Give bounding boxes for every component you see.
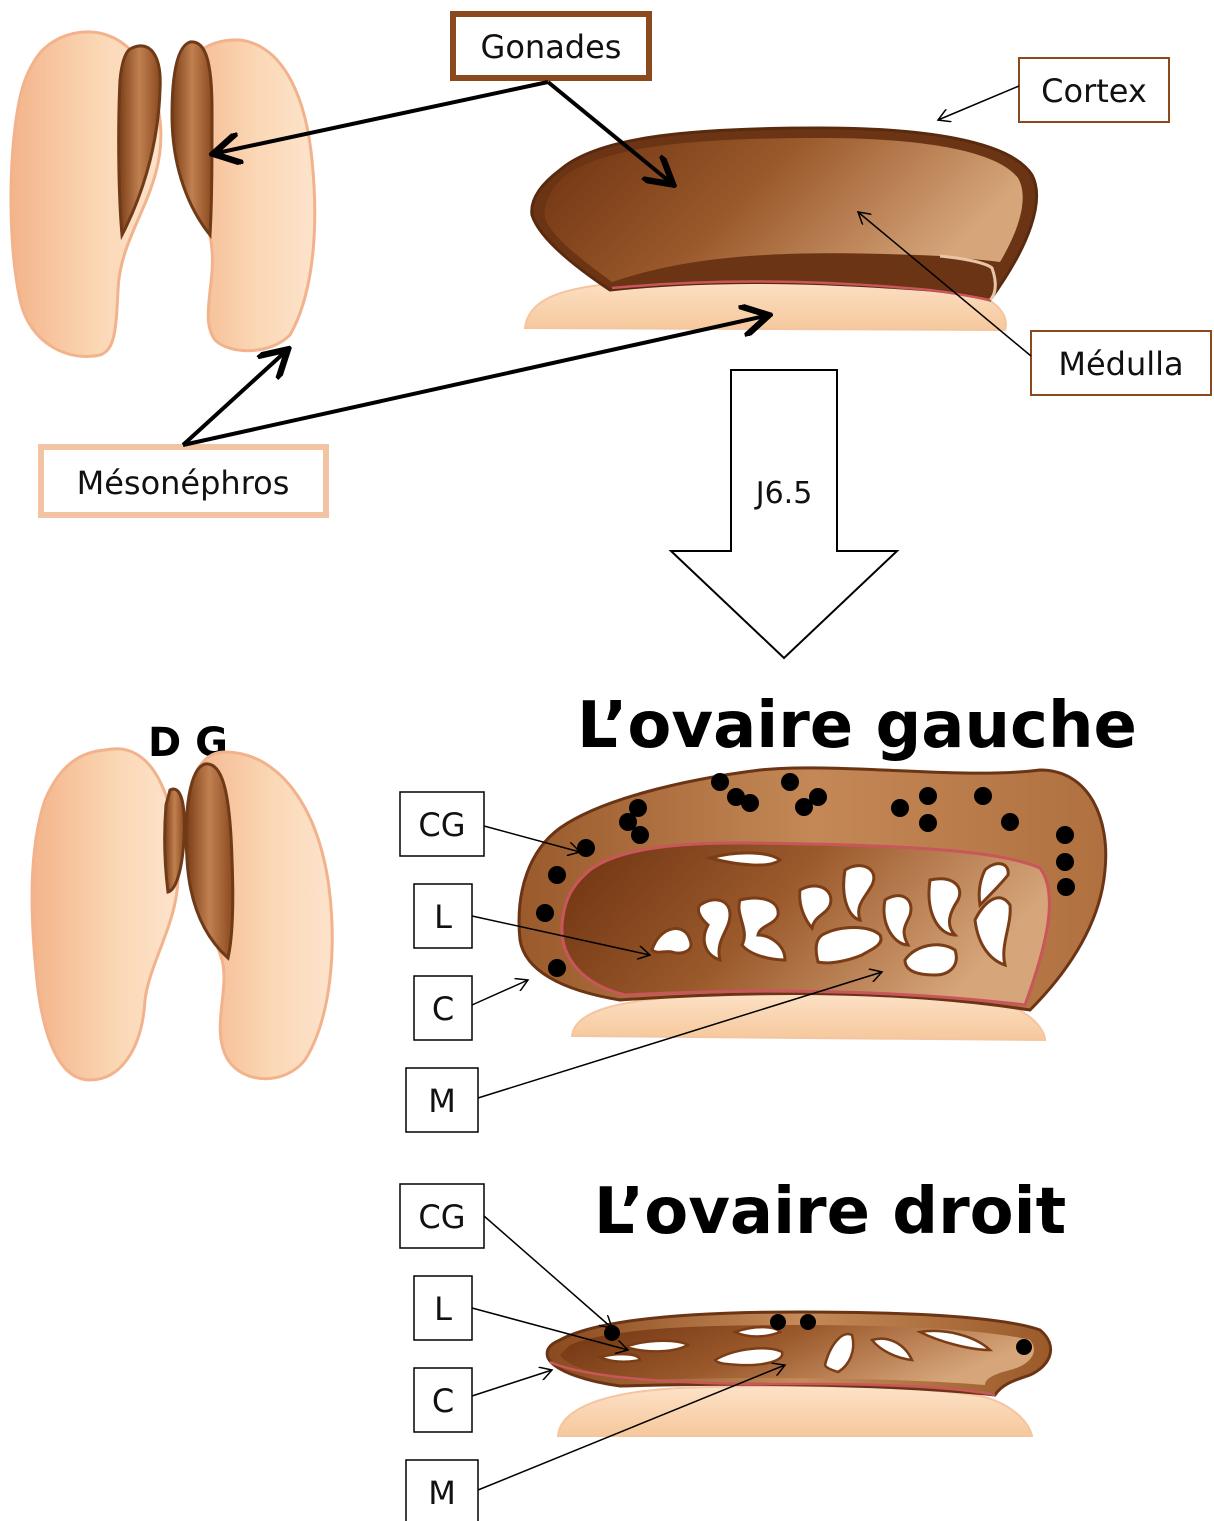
left-ovary [519, 768, 1106, 1040]
right-c-label: C [432, 1382, 454, 1420]
gonad-right-top [172, 42, 212, 235]
cortex-label: Cortex [1041, 72, 1147, 110]
stage-label: J6.5 [754, 476, 813, 511]
right-ovary-title: L’ovaire droit [594, 1175, 1066, 1249]
mesonephros-right-side [32, 749, 178, 1080]
gonades-label: Gonades [481, 28, 622, 66]
stage-arrow [671, 370, 897, 658]
medulla-label: Médulla [1058, 345, 1183, 383]
mesonephros-label: Mésonéphros [77, 464, 290, 502]
gonad-left-large [186, 764, 233, 958]
left-ovary-title: L’ovaire gauche [577, 689, 1137, 763]
gonad-right-small [165, 789, 185, 892]
right-l-label: L [434, 1290, 452, 1328]
left-c-label: C [432, 990, 454, 1028]
left-l-label: L [434, 898, 452, 936]
gonad-section-top [525, 128, 1037, 330]
mesonephros-pair-bottom [32, 749, 332, 1080]
left-m-label: M [428, 1082, 456, 1120]
mesonephros-pair-top [11, 32, 315, 357]
right-ovary [547, 1312, 1050, 1436]
right-m-label: M [428, 1474, 456, 1512]
left-cg-label: CG [418, 806, 465, 844]
right-cg-label: CG [418, 1198, 465, 1236]
